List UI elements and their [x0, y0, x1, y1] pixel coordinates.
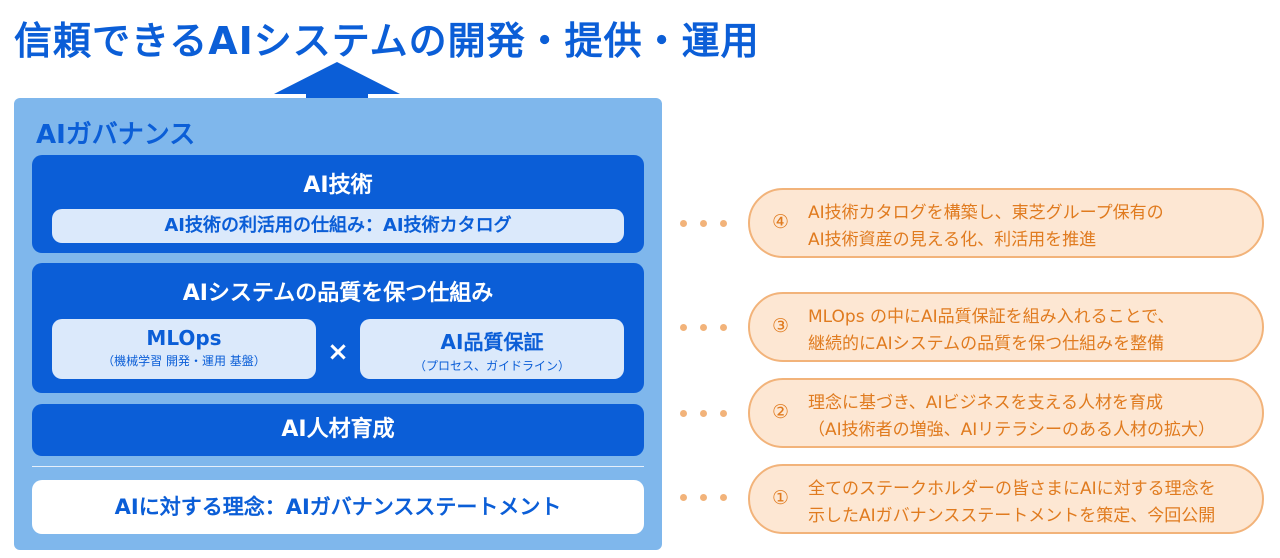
ai-quality-block: AIシステムの品質を保つ仕組み MLOps （機械学習 開発・運用 基盤） × …	[32, 263, 644, 393]
mlops-title: MLOps	[146, 326, 222, 350]
ai-quality-heading: AIシステムの品質を保つ仕組み	[182, 281, 494, 306]
mlops-subtitle: （機械学習 開発・運用 基盤）	[102, 354, 266, 368]
ai-tech-catalog: AI技術の利活用の仕組み：AI技術カタログ	[52, 209, 624, 243]
ai-quality-assurance-box: AI品質保証 （プロセス、ガイドライン）	[360, 319, 624, 379]
times-symbol: ×	[327, 337, 349, 367]
page-title: 信頼できるAIシステムの開発・提供・運用	[14, 19, 760, 63]
ai-governance-panel: AIガバナンス AI技術 AI技術の利活用の仕組み：AI技術カタログ AIシステ…	[14, 98, 662, 550]
note-line1: AI技術カタログを構築し、東芝グループ保有の	[808, 203, 1164, 223]
note-item: ④ AI技術カタログを構築し、東芝グループ保有の AI技術資産の見える化、利活用…	[748, 188, 1264, 258]
note-line2: AI技術資産の見える化、利活用を推進	[808, 230, 1097, 250]
ai-tech-heading: AI技術	[303, 173, 373, 198]
note-number: ①	[772, 487, 790, 509]
ai-governance-title: AIガバナンス	[36, 120, 196, 150]
note-number: ②	[772, 401, 790, 423]
note-line1: MLOps の中にAI品質保証を組み入れることで、	[808, 307, 1175, 327]
note-number: ③	[772, 315, 790, 337]
note-line1: 全てのステークホルダーの皆さまにAIに対する理念を	[808, 479, 1216, 499]
note-item: ③ MLOps の中にAI品質保証を組み入れることで、 継続的にAIシステムの品…	[748, 292, 1264, 362]
note-item: ② 理念に基づき、AIビジネスを支える人材を育成 （AI技術者の増強、AIリテラ…	[748, 378, 1264, 448]
ai-qa-subtitle: （プロセス、ガイドライン）	[413, 359, 570, 373]
ai-tech-block: AI技術 AI技術の利活用の仕組み：AI技術カタログ	[32, 155, 644, 253]
note-line1: 理念に基づき、AIビジネスを支える人材を育成	[808, 393, 1163, 413]
mlops-box: MLOps （機械学習 開発・運用 基盤）	[52, 319, 316, 379]
up-arrow-icon	[274, 62, 400, 128]
note-item: ① 全てのステークホルダーの皆さまにAIに対する理念を 示したAIガバナンスステ…	[748, 464, 1264, 534]
note-line2: 示したAIガバナンスステートメントを策定、今回公開	[808, 506, 1216, 526]
divider	[32, 466, 644, 467]
note-line2: 継続的にAIシステムの品質を保つ仕組みを整備	[808, 334, 1165, 354]
note-line2: （AI技術者の増強、AIリテラシーのある人材の拡大）	[808, 420, 1215, 440]
ai-hr-block: AI人材育成	[32, 404, 644, 456]
ai-philosophy-block: AIに対する理念：AIガバナンスステートメント	[32, 480, 644, 534]
ai-qa-title: AI品質保証	[440, 330, 544, 354]
note-number: ④	[772, 211, 790, 233]
